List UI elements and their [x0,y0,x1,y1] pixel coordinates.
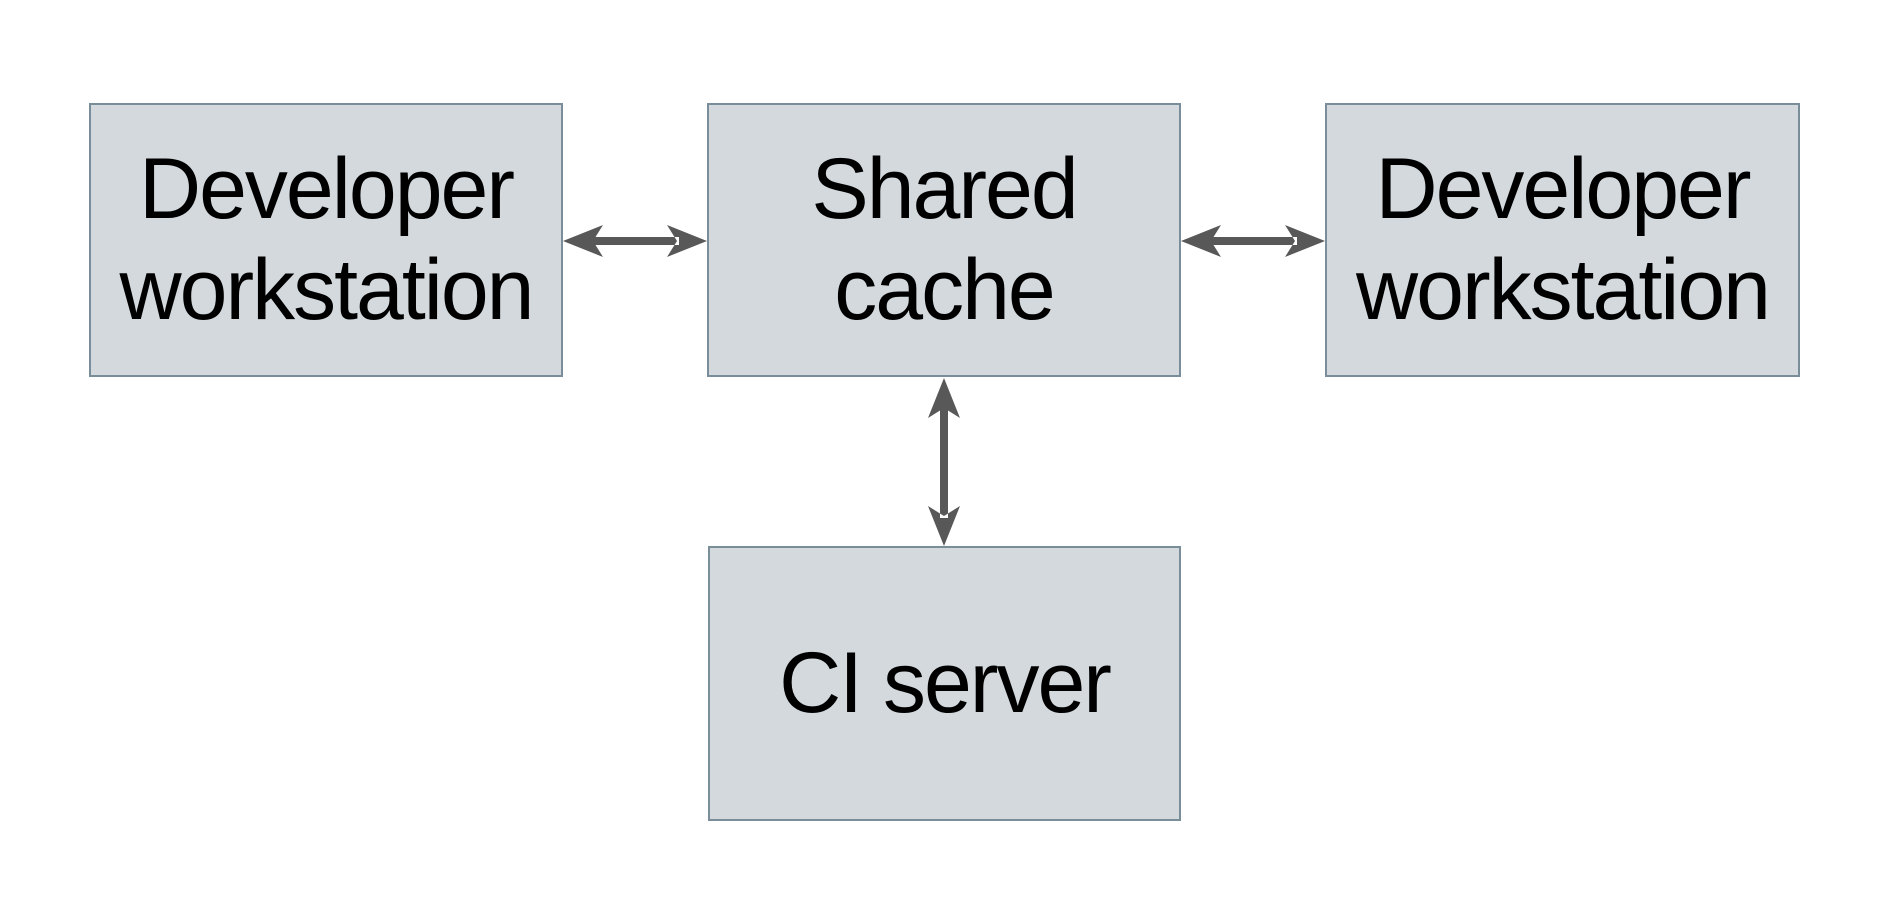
double-arrow-icon [563,225,707,257]
node-label-line: Developer [139,141,515,237]
node-label-line: Shared [811,141,1078,237]
node-shared-cache: Shared cache [707,103,1181,377]
bidirectional-arrow-shared-cache-ci-server [928,378,960,546]
node-label-line: Developer [1375,141,1752,237]
bidirectional-arrow-left-workstation-shared-cache [563,225,707,257]
double-arrow-icon [928,378,960,546]
node-label-line: cache [834,242,1055,338]
node-label-line: CI server [779,635,1112,731]
node-developer-workstation-right: Developer workstation [1325,103,1800,377]
node-label-line: workstation [1356,242,1771,338]
node-label-line: workstation [119,242,535,338]
node-developer-workstation-left: Developer workstation [89,103,563,377]
bidirectional-arrow-shared-cache-right-workstation [1181,225,1325,257]
node-ci-server: CI server [708,546,1181,821]
double-arrow-icon [1181,225,1325,257]
